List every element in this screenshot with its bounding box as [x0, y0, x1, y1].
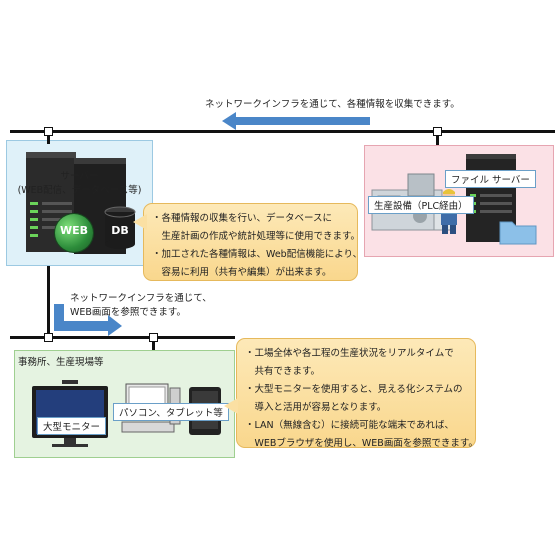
- mid-network-caption-line1: ネットワークインフラを通じて、: [70, 293, 212, 304]
- office-callout-line: ・LAN（無線含む）に接続可能な端末であれば、: [245, 420, 455, 431]
- server-rack-icon: [26, 152, 126, 254]
- office-callout-line: 導入と活用が容易となります。: [245, 402, 387, 413]
- server-callout-pointer: [133, 214, 147, 230]
- server-callout-line: 容易に利用（共有や編集）が出来ます。: [152, 267, 332, 278]
- office-callout-line: 共有できます。: [245, 366, 321, 377]
- server-callout-line: ・各種情報の収集を行い、データベースに: [152, 213, 333, 224]
- office-callout: ・工場全体や各工程の生産状況をリアルタイムで 共有できます。 ・大型モニターを使…: [236, 338, 478, 449]
- reference-arrow-icon: [54, 304, 122, 336]
- database-icon: [104, 206, 136, 249]
- server-uplink-line: [47, 136, 50, 144]
- plc-drop-line: [436, 136, 439, 146]
- web-label: WEB: [59, 224, 89, 237]
- file-server-label: ファイル サーバー: [445, 170, 536, 188]
- office-drop-line: [152, 342, 155, 352]
- network-node-server-mid: [44, 333, 53, 342]
- office-callout-line: WEBブラウザを使用し、WEB画面を参照できます。: [245, 438, 478, 449]
- production-equipment-label: 生産設備（PLC経由）: [368, 196, 474, 214]
- office-callout-pointer: [224, 398, 238, 414]
- mid-network-line: [10, 336, 235, 339]
- office-callout-line: ・大型モニターを使用すると、見える化システムの: [245, 384, 463, 395]
- large-monitor-icon: [32, 380, 108, 447]
- office-panel-title: 事務所、生産現場等: [18, 357, 104, 368]
- server-callout: ・各種情報の収集を行い、データベースに 生産計画の作成や統計処理等に使用できます…: [143, 203, 363, 281]
- server-callout-line: ・加工された各種情報は、Web配信機能により、: [152, 249, 363, 260]
- pc-tablet-label: パソコン、タブレット等: [113, 403, 229, 421]
- top-network-line: [10, 130, 555, 133]
- collect-arrow-icon: [222, 112, 370, 130]
- web-globe-icon: [55, 214, 93, 252]
- network-node-plc: [433, 127, 442, 136]
- server-downlink-line: [47, 266, 50, 336]
- server-title-line2: (WEB配信、データベース等): [17, 185, 142, 196]
- office-callout-line: ・工場全体や各工程の生産状況をリアルタイムで: [245, 348, 454, 359]
- server-callout-line: 生産計画の作成や統計処理等に使用できます。: [152, 231, 361, 242]
- db-label: DB: [111, 224, 129, 237]
- mid-network-caption-line2: WEB画面を参照できます。: [70, 307, 186, 318]
- large-monitor-label: 大型モニター: [37, 417, 107, 435]
- network-node-server: [44, 127, 53, 136]
- network-node-office: [149, 333, 158, 342]
- server-title-line1: サーバー: [60, 171, 99, 182]
- folder-icon: [499, 221, 537, 245]
- top-network-caption: ネットワークインフラを通じて、各種情報を収集できます。: [205, 99, 460, 110]
